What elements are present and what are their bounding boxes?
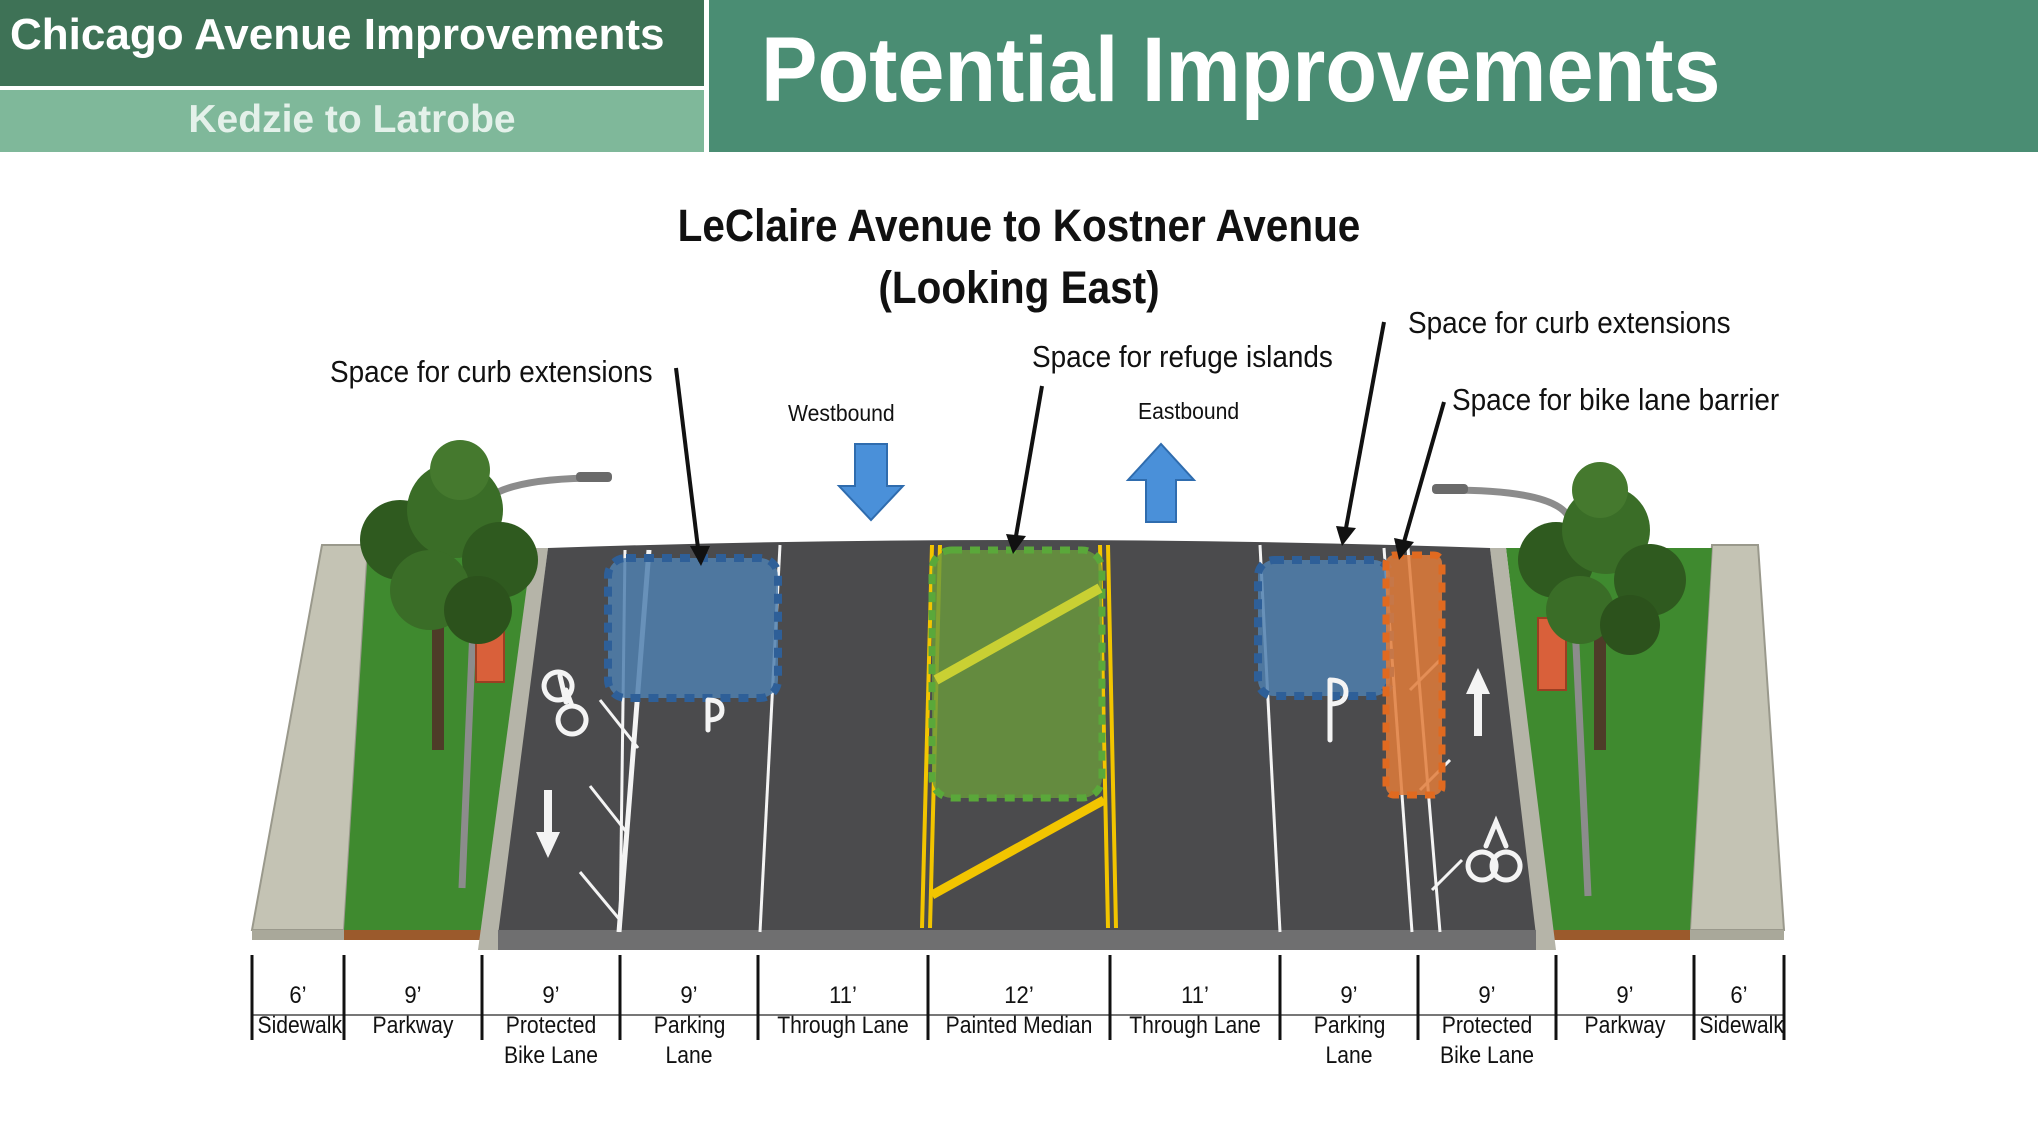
eastbound-arrow-icon <box>1125 442 1197 523</box>
curb-extension-area-left <box>604 554 782 702</box>
eastbound-label: Eastbound <box>1138 398 1240 424</box>
arrow-marking-down <box>536 790 560 858</box>
diagram-subtitle: (Looking East) <box>878 262 1160 313</box>
segment-label: Kedzie to Latrobe <box>188 98 516 141</box>
dim-width: 11’ <box>1181 982 1209 1009</box>
callout-arrowhead-curb-right <box>1336 526 1356 546</box>
page-title: Potential Improvements <box>761 19 1721 121</box>
median-line-left-a <box>920 544 934 929</box>
tree-trunk-left <box>432 600 444 750</box>
dim-name: Through Lane <box>1129 1012 1261 1039</box>
dim-width: 9’ <box>1478 982 1496 1009</box>
dim-width: 11’ <box>829 982 857 1009</box>
callout-curb-extensions-left: Space for curb extensions <box>330 354 653 389</box>
dim-sidewalk-left: 6’ Sidewalk <box>252 981 344 1041</box>
sidewalk-right-edge <box>1690 930 1784 940</box>
tree-trunk-right <box>1594 620 1606 750</box>
tree-left <box>360 440 538 750</box>
callout-arrowhead-barrier <box>1394 538 1414 560</box>
dim-width: 9’ <box>680 982 698 1009</box>
dim-name: Protected Bike Lane <box>504 1012 598 1069</box>
median-line-right-b <box>1106 544 1118 929</box>
dim-width: 9’ <box>1340 982 1358 1009</box>
callout-arrow-barrier <box>1402 401 1446 543</box>
callout-arrow-curb-left <box>674 367 700 549</box>
dim-name: Through Lane <box>777 1012 909 1039</box>
median-diagonal-upper <box>933 583 1103 685</box>
dim-width: 6’ <box>1730 982 1748 1009</box>
streetlight-arm-right <box>1447 486 1574 522</box>
parkway-right-soil <box>1552 930 1690 940</box>
dim-width: 9’ <box>404 982 422 1009</box>
header-divider <box>0 86 704 90</box>
header-gap <box>704 0 709 152</box>
dim-name: Sidewalk <box>257 1012 343 1039</box>
callout-curb-extensions-right: Space for curb extensions <box>1408 305 1731 340</box>
refuge-island-area <box>928 546 1106 802</box>
dim-name: Parkway <box>372 1012 454 1039</box>
parkway-left-soil <box>344 930 494 940</box>
dim-width: 9’ <box>1616 982 1634 1009</box>
dim-bike-lane-left: 9’ Protected Bike Lane <box>482 981 620 1071</box>
segment-bar: Kedzie to Latrobe <box>0 90 704 152</box>
project-title: Chicago Avenue Improvements <box>10 10 665 59</box>
bike-symbol-right <box>1465 815 1523 883</box>
westbound-arrow-icon <box>836 443 906 522</box>
callout-arrow-curb-right <box>1344 321 1386 529</box>
dim-parkway-left: 9’ Parkway <box>344 981 482 1041</box>
dim-width: 12’ <box>1004 982 1034 1009</box>
dim-width: 9’ <box>542 982 560 1009</box>
sidewalk-left-edge <box>252 930 344 940</box>
page-title-bar: Potential Improvements <box>709 0 2038 152</box>
callout-refuge-islands: Space for refuge islands <box>1032 339 1333 374</box>
dim-parkway-right: 9’ Parkway <box>1556 981 1694 1041</box>
parking-p-right <box>1327 677 1349 743</box>
dim-width: 6’ <box>289 982 307 1009</box>
dim-sidewalk-right: 6’ Sidewalk <box>1694 981 1784 1041</box>
median-diagonal-lower <box>929 796 1107 899</box>
dim-through-lane-right: 11’ Through Lane <box>1110 981 1280 1041</box>
dim-name: Sidewalk <box>1699 1012 1784 1039</box>
project-title-bar: Chicago Avenue Improvements <box>0 0 704 86</box>
callout-bike-lane-barrier: Space for bike lane barrier <box>1452 382 1780 417</box>
curb-right <box>1490 548 1556 950</box>
tree-right <box>1518 462 1686 750</box>
dim-parking-lane-left: 9’ Parking Lane <box>620 981 758 1071</box>
callout-arrowhead-refuge <box>1006 534 1026 554</box>
dim-name: Parking Lane <box>1313 1012 1386 1069</box>
diagram-title: LeClaire Avenue to Kostner Avenue <box>677 200 1361 251</box>
bike-barrier-area <box>1382 551 1446 799</box>
bike-symbol-left <box>541 669 589 737</box>
westbound-label: Westbound <box>788 400 895 426</box>
buffer-hatch-1 <box>598 699 640 749</box>
parking-p-left <box>705 697 725 733</box>
arrow-marking-up <box>1466 668 1490 736</box>
streetlight-head-left <box>576 472 612 482</box>
dim-bike-lane-right: 9’ Protected Bike Lane <box>1418 981 1556 1071</box>
buffer-hatch-3 <box>578 871 622 921</box>
roadway-edge <box>498 930 1536 950</box>
streetlight-head-right <box>1432 484 1468 494</box>
buffer-hatch-2 <box>588 785 630 835</box>
dim-name: Protected Bike Lane <box>1440 1012 1534 1069</box>
curb-left <box>478 548 548 950</box>
dim-painted-median: 12’ Painted Median <box>928 981 1110 1041</box>
buffer-hatch-6 <box>1430 858 1464 892</box>
callout-arrow-refuge <box>1014 385 1044 537</box>
callout-arrowhead-curb-left <box>690 546 710 566</box>
dim-through-lane-left: 11’ Through Lane <box>758 981 928 1041</box>
curb-extension-area-right <box>1254 556 1394 700</box>
dim-name: Parking Lane <box>653 1012 726 1069</box>
dim-name: Parkway <box>1584 1012 1666 1039</box>
dim-name: Painted Median <box>945 1012 1093 1039</box>
dim-parking-lane-right: 9’ Parking Lane <box>1280 981 1418 1071</box>
